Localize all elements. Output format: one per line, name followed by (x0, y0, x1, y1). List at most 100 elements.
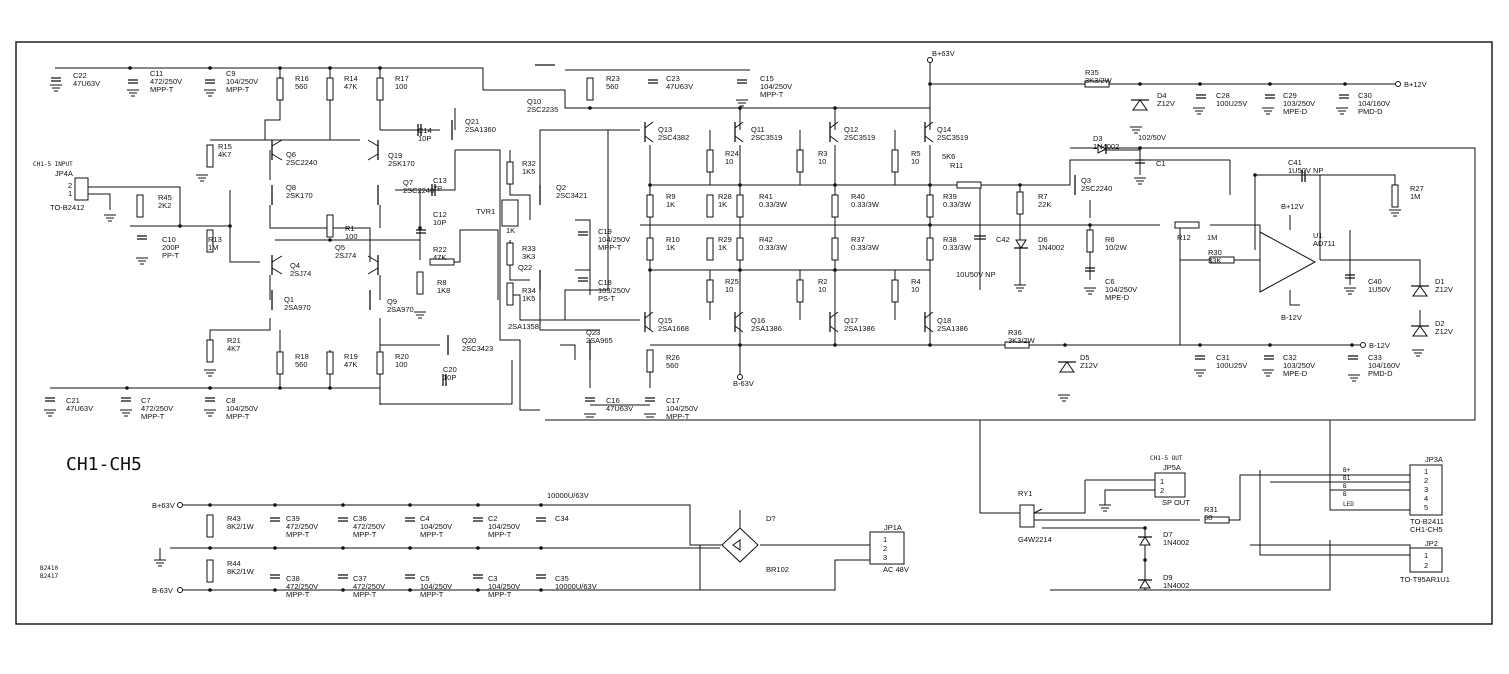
component-value: 1K (718, 243, 727, 252)
component-value: 7P (433, 184, 442, 193)
component-ref: R16 (295, 74, 309, 83)
component-ref: C12 (433, 210, 447, 219)
component-type: MPP-T (488, 590, 512, 599)
component-ref: C23 (666, 74, 680, 83)
component-type: MPP-T (226, 85, 250, 94)
component-ref: C33 (1368, 353, 1382, 362)
component-ref: R35 (1085, 68, 1099, 77)
component-value: 0.33/3W (759, 200, 788, 209)
component-value: BR102 (766, 565, 789, 574)
component-ref: Q3 (1081, 176, 1091, 185)
component-ref: R21 (227, 336, 241, 345)
component-value: 2SK170 (286, 191, 313, 200)
component-value: 104/250V (598, 235, 630, 244)
component-ref: C20 (443, 365, 457, 374)
component-value: 47U63V (606, 404, 633, 413)
component-value: Z12V (1157, 99, 1175, 108)
component-ref: R27 (1410, 184, 1424, 193)
component-ref: C1 (1156, 159, 1166, 168)
component-type: MPP-T (286, 530, 310, 539)
component-value: AD711 (1313, 239, 1335, 248)
component-ref: R33 (522, 244, 536, 253)
component-ref: Q20 (462, 336, 476, 345)
connector-ref: JP1A (884, 523, 902, 532)
component-type: MPE-D (1283, 107, 1308, 116)
component-ref: R2 (818, 277, 828, 286)
component-value: 8K2/1W (227, 567, 255, 576)
connector-part: AC 48V (883, 565, 909, 574)
component-value: 8K2/1W (227, 522, 255, 531)
component-value: 1M (1207, 233, 1217, 242)
component-value: 560 (295, 82, 308, 91)
component-ref: C39 (286, 514, 300, 523)
component-value: 10 (725, 285, 733, 294)
component-ref: Q11 (751, 125, 765, 134)
component-ref: C3 (488, 574, 498, 583)
component-value: 100U25V (1216, 99, 1247, 108)
rail-label: B+12V (1404, 80, 1427, 89)
connector-ref: JP3A (1425, 455, 1443, 464)
component-value: 0.33/3W (759, 243, 788, 252)
component-ref: Q16 (751, 316, 765, 325)
component-value: 10P (433, 218, 446, 227)
component-type: PMD-D (1358, 107, 1383, 116)
component-ref: Q18 (937, 316, 951, 325)
component-value: 47U63V (73, 79, 100, 88)
component-value: 3K3 (522, 252, 535, 261)
component-value: 2K2 (158, 201, 171, 210)
connector-caption: CH1-5 INPUT (33, 161, 73, 168)
component-value: 10 (725, 157, 733, 166)
component-type: PS-T (598, 294, 616, 303)
connector-ref: JP5A (1163, 463, 1181, 472)
connector-pin: 1 (883, 535, 887, 544)
component-ref: C38 (286, 574, 300, 583)
board-code: B2417 (40, 573, 58, 580)
connector-pin: 2 (883, 544, 887, 553)
connector-signal: B (1343, 491, 1347, 498)
component-ref: R6 (1105, 235, 1115, 244)
component-value: 10U50V NP (956, 270, 996, 279)
component-value: 47U63V (66, 404, 93, 413)
component-value: 104/250V (226, 77, 258, 86)
component-value: 1K (718, 200, 727, 209)
component-ref: R11 (950, 161, 963, 170)
connector-pin: 1 (1424, 467, 1428, 476)
component-value: 2SC2240 (286, 158, 317, 167)
component-value: 0.33/3W (851, 243, 880, 252)
component-value: 47K (433, 253, 446, 262)
component-value: 47U63V (666, 82, 693, 91)
component-value: 1K8 (437, 286, 450, 295)
component-ref: C6 (1105, 277, 1115, 286)
component-value: 104/160V (1368, 361, 1400, 370)
component-value: 103/250V (1283, 361, 1315, 370)
component-ref: R26 (666, 353, 680, 362)
component-ref: C29 (1283, 91, 1297, 100)
component-ref: Q4 (290, 261, 300, 270)
component-ref: RY1 (1018, 489, 1032, 498)
component-ref: C15 (760, 74, 774, 83)
component-ref: Q13 (658, 125, 672, 134)
component-labels: C2247U63VC11472/250VMPP-TC9104/250VMPP-T… (66, 68, 1453, 599)
component-ref: C8 (226, 396, 236, 405)
component-value: 200P (162, 243, 180, 252)
component-value: 2SC3519 (844, 133, 875, 142)
component-value: 1K (666, 243, 675, 252)
component-ref: C35 (555, 574, 569, 583)
component-value: 104/250V (488, 582, 520, 591)
component-ref: Q8 (286, 183, 296, 192)
component-type: MPP-T (420, 530, 444, 539)
component-value: 10000U/63V (547, 491, 589, 500)
component-value: 0.33/3W (943, 243, 972, 252)
component-type: MPP-T (760, 90, 784, 99)
component-ref: C36 (353, 514, 367, 523)
component-type: PP-T (162, 251, 180, 260)
component-ref: C19 (598, 227, 612, 236)
component-ref: C31 (1216, 353, 1230, 362)
component-type: MPP-T (488, 530, 512, 539)
component-value: 2SA1386 (751, 324, 782, 333)
component-value: 2SA970 (284, 303, 311, 312)
component-value: 560 (606, 82, 619, 91)
rail-label: B-12V (1369, 341, 1390, 350)
ground-symbols (44, 84, 1424, 567)
component-value: 2SC2235 (527, 105, 558, 114)
